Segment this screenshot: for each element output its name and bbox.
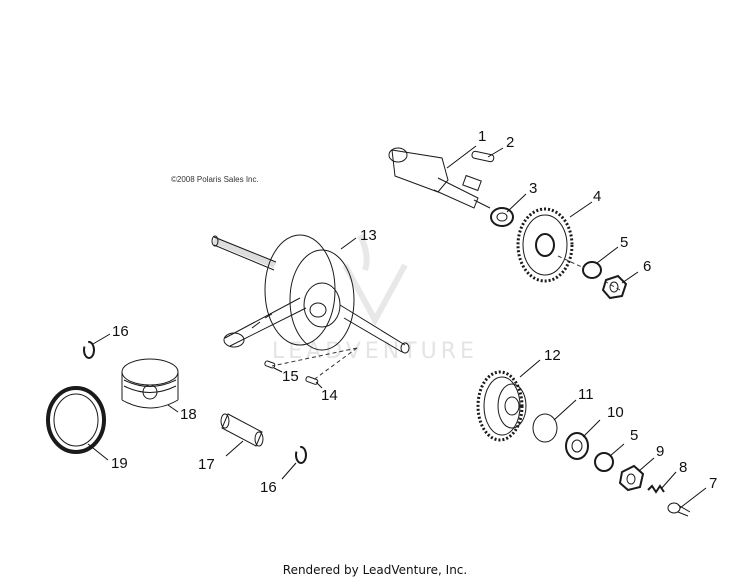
callout-5-lower: 5 [630, 427, 638, 444]
callout-9: 9 [656, 443, 664, 460]
callout-15: 15 [282, 368, 299, 385]
callout-18: 18 [180, 406, 197, 423]
part-piston-pin [220, 413, 264, 447]
part-crankshaft [211, 234, 410, 354]
part-washer-upper [582, 261, 602, 279]
callout-10: 10 [607, 404, 624, 421]
part-bolt [667, 502, 691, 517]
watermark-logo [342, 233, 408, 327]
part-nut [601, 274, 628, 300]
callout-16-lower: 16 [260, 479, 277, 496]
callout-14: 14 [321, 387, 338, 404]
callout-numbers: 1 2 3 4 5 6 7 8 9 10 5 11 12 13 14 15 16… [111, 128, 717, 496]
part-bearing [490, 207, 514, 227]
callout-11: 11 [578, 386, 594, 403]
callout-8: 8 [679, 459, 687, 476]
watermark-text: LEADVENTURE [272, 339, 478, 364]
callout-16-upper: 16 [112, 323, 129, 340]
part-washer-lower [594, 452, 614, 472]
part-key-15 [264, 360, 276, 369]
part-cam-gear [516, 207, 574, 283]
part-key [471, 150, 495, 163]
part-nut-lower [618, 464, 645, 492]
callout-7: 7 [709, 475, 717, 492]
part-shim [532, 413, 558, 443]
callout-6: 6 [643, 258, 651, 275]
part-clip-lower [295, 446, 307, 464]
callout-12: 12 [544, 347, 561, 364]
callout-3: 3 [529, 180, 537, 197]
callout-5-upper: 5 [620, 234, 628, 251]
part-clip-upper [83, 341, 95, 359]
part-bearing-lower [565, 432, 589, 460]
callout-17: 17 [198, 456, 215, 473]
callout-4: 4 [593, 188, 601, 205]
part-piston [121, 358, 179, 409]
part-camshaft [388, 147, 491, 209]
callout-1: 1 [478, 128, 486, 145]
leader-lines [87, 145, 707, 509]
part-piston-rings [46, 386, 106, 454]
callout-2: 2 [506, 134, 514, 151]
part-key-14 [305, 376, 319, 385]
part-balancer-gear [476, 370, 527, 442]
copyright-text: ©2008 Polaris Sales Inc. [171, 175, 259, 184]
callout-19: 19 [111, 455, 128, 472]
callout-13: 13 [360, 227, 377, 244]
assembly-dash-lines [271, 255, 621, 382]
footer-text: Rendered by LeadVenture, Inc. [282, 563, 468, 577]
